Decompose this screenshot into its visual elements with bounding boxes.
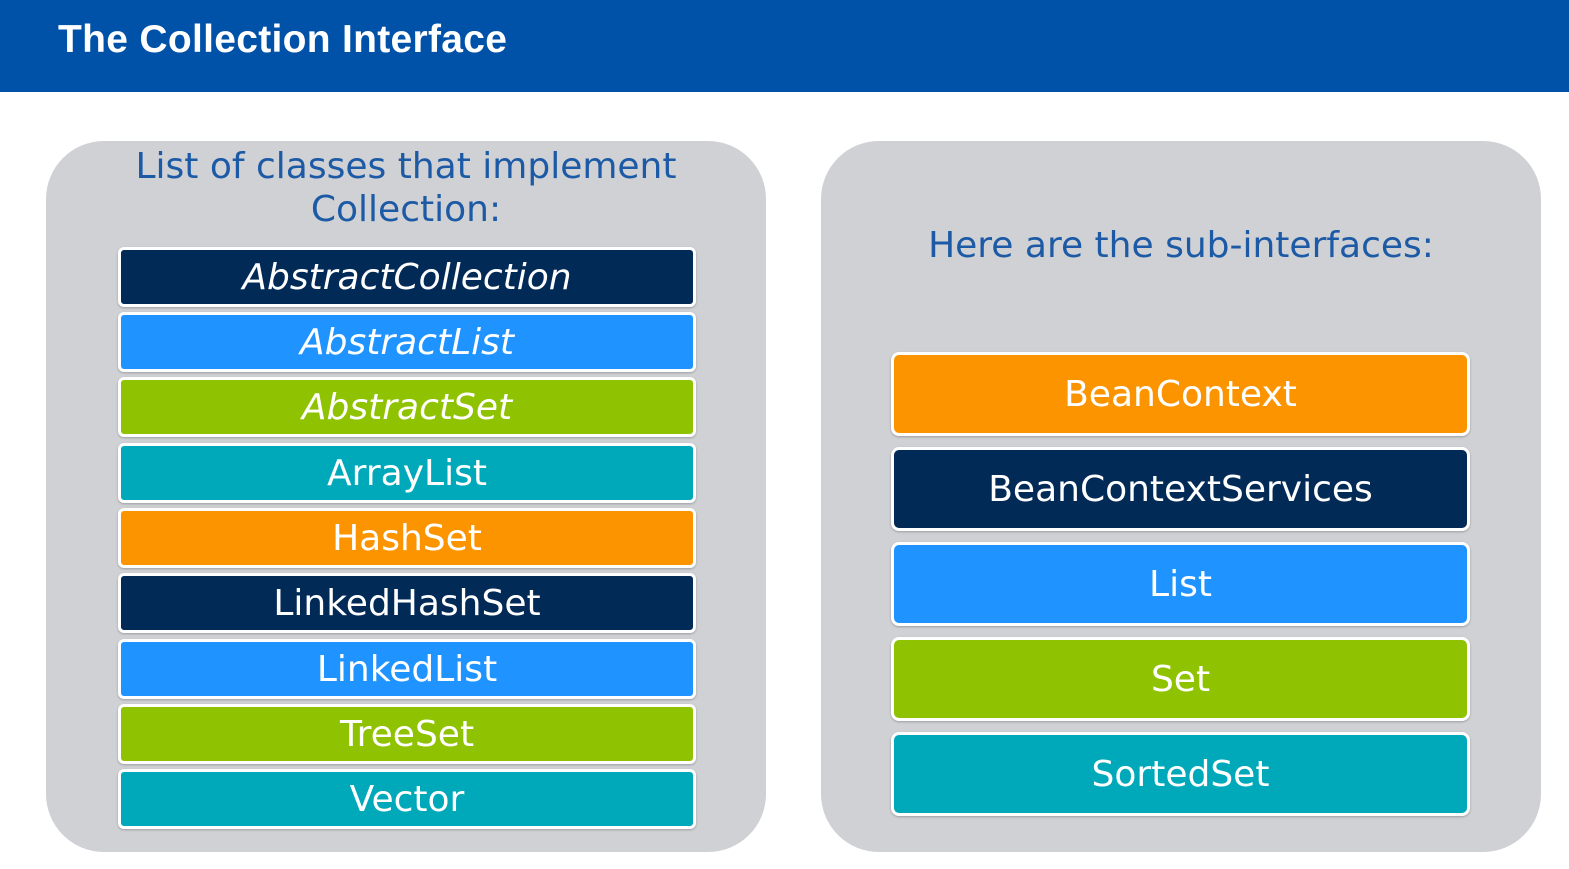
- class-item-vector: Vector: [118, 769, 696, 829]
- classes-heading-line1: List of classes that implement: [135, 146, 677, 187]
- class-item-linkedlist: LinkedList: [118, 639, 696, 699]
- classes-panel: List of classes that implement Collectio…: [46, 141, 766, 852]
- class-item-hashset: HashSet: [118, 508, 696, 568]
- class-item-abstractlist: AbstractList: [118, 312, 696, 372]
- class-item-abstractcollection: AbstractCollection: [118, 247, 696, 307]
- subinterfaces-heading: Here are the sub-interfaces:: [928, 225, 1434, 266]
- iface-item-beancontext: BeanContext: [891, 352, 1470, 436]
- classes-heading: List of classes that implement Collectio…: [46, 145, 766, 231]
- iface-item-beancontextservices: BeanContextServices: [891, 447, 1470, 531]
- iface-item-set: Set: [891, 637, 1470, 721]
- class-item-arraylist: ArrayList: [118, 443, 696, 503]
- class-item-treeset: TreeSet: [118, 704, 696, 764]
- page-title: The Collection Interface: [58, 18, 508, 61]
- subinterfaces-panel: Here are the sub-interfaces: BeanContext…: [821, 141, 1541, 852]
- iface-item-sortedset: SortedSet: [891, 732, 1470, 816]
- class-item-linkedhashset: LinkedHashSet: [118, 573, 696, 633]
- iface-item-list: List: [891, 542, 1470, 626]
- header-bar: The Collection Interface: [0, 0, 1569, 92]
- class-item-abstractset: AbstractSet: [118, 377, 696, 437]
- classes-heading-line2: Collection:: [310, 189, 502, 230]
